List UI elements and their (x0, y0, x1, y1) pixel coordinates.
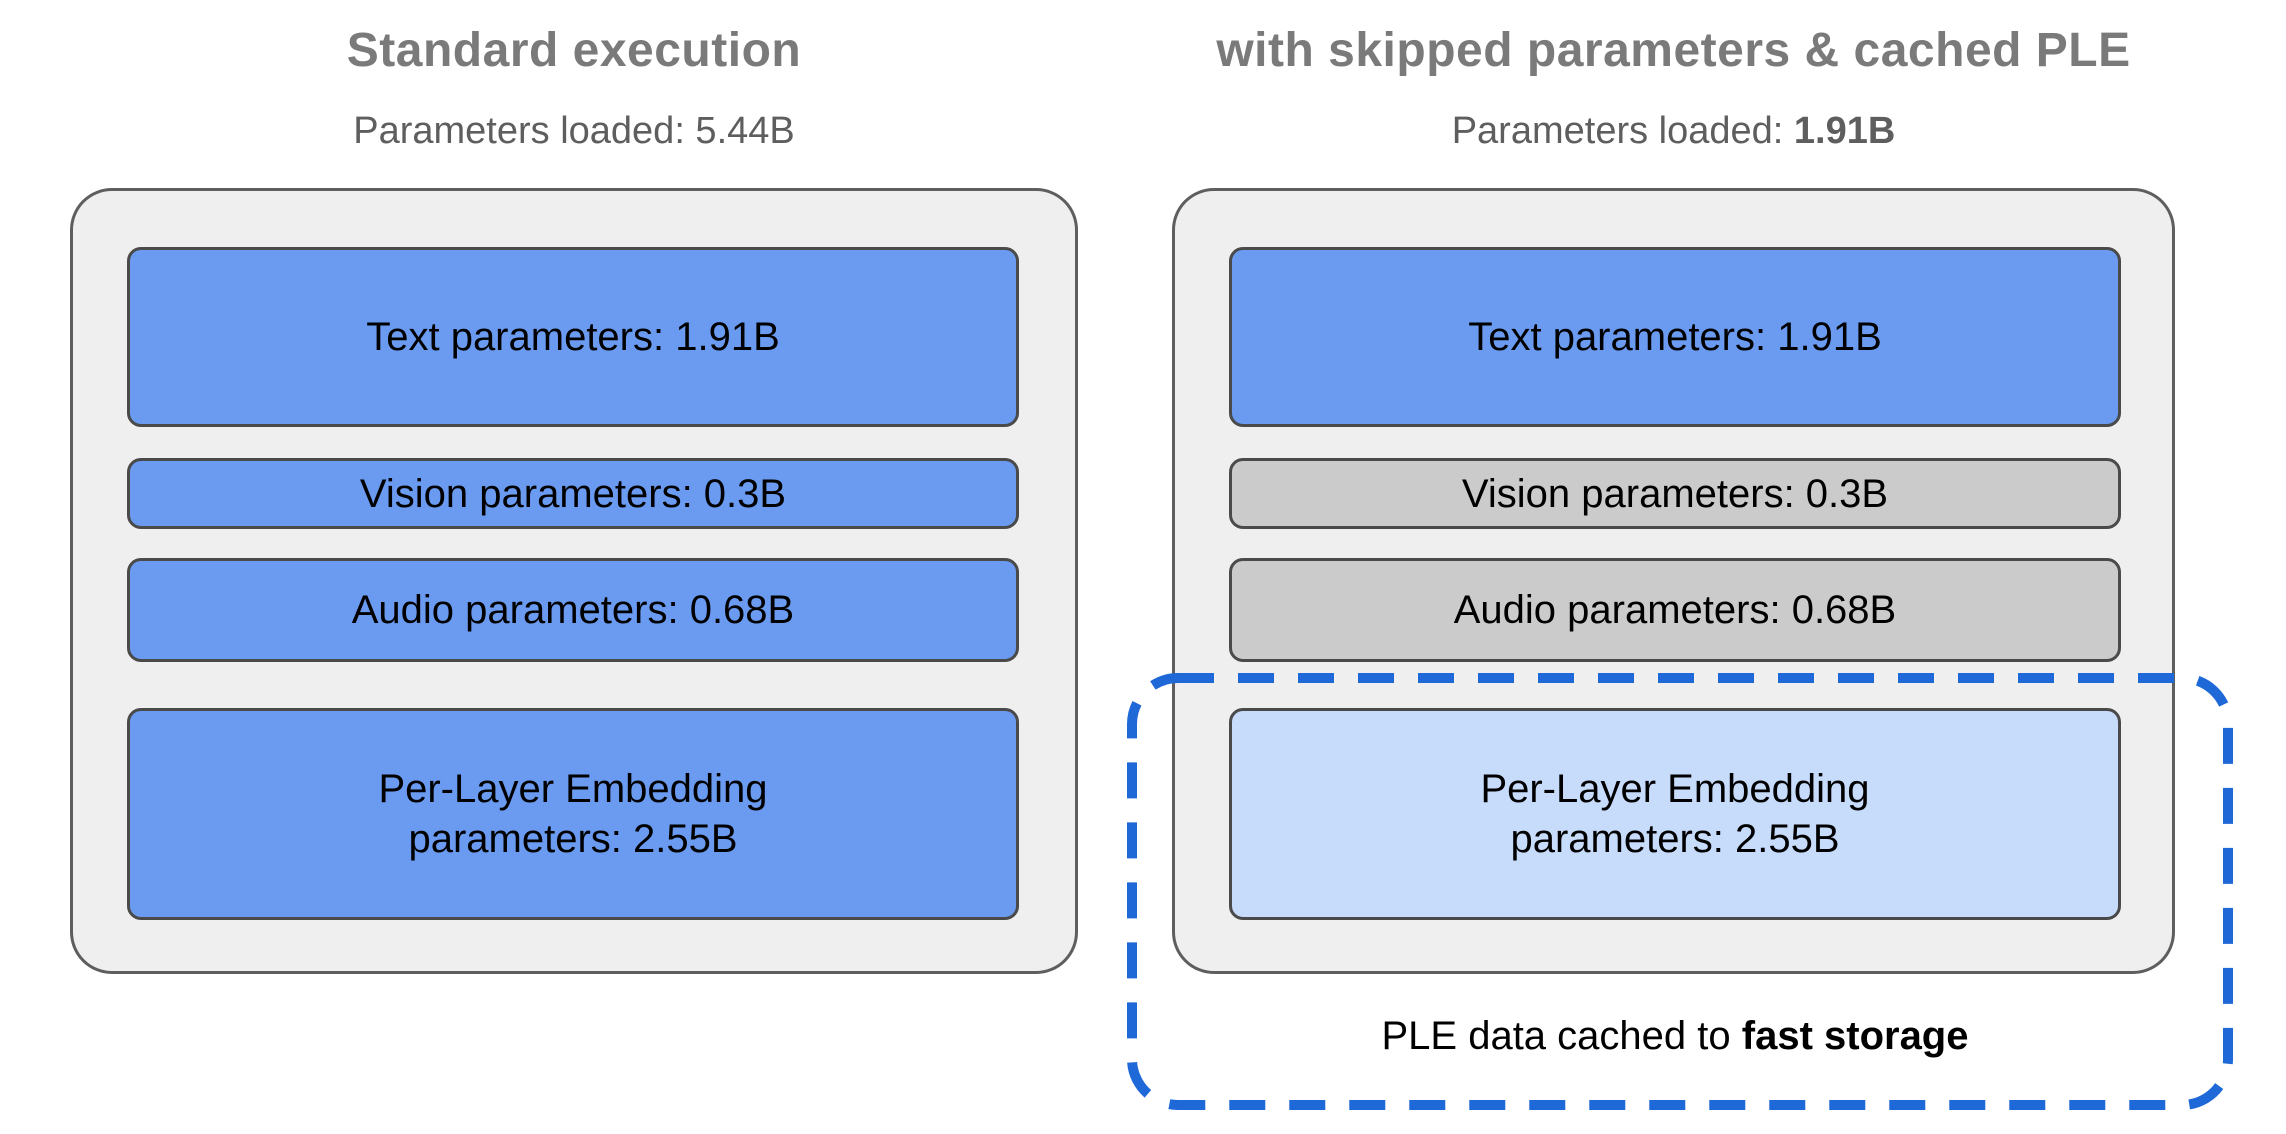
left-box-text-params: Text parameters: 1.91B (127, 247, 1019, 427)
left-box-vision-params-label: Vision parameters: 0.3B (359, 471, 787, 516)
left-box-audio-params: Audio parameters: 0.68B (127, 558, 1019, 662)
right-panel-subtitle: Parameters loaded: 1.91B (1172, 108, 2175, 154)
right-box-ple-params-cached: Per-Layer Embedding parameters: 2.55B (1229, 708, 2121, 920)
left-box-text-params-label: Text parameters: 1.91B (366, 315, 780, 359)
right-box-audio-params-label: Audio parameters: 0.68B (1453, 588, 1897, 632)
left-box-audio-params-label: Audio parameters: 0.68B (351, 588, 795, 632)
right-box-ple-params-label: Per-Layer Embedding parameters: 2.55B (1480, 767, 1870, 861)
right-box-text-params-label: Text parameters: 1.91B (1468, 315, 1882, 359)
right-model-container: Text parameters: 1.91B Vision parameters… (1172, 188, 2175, 974)
ple-cache-caption-text: PLE data cached to (1381, 1014, 1742, 1058)
right-panel-subtitle-value: 1.91B (1793, 110, 1896, 152)
right-box-text-params: Text parameters: 1.91B (1229, 247, 2121, 427)
left-box-vision-params: Vision parameters: 0.3B (127, 458, 1019, 529)
left-panel-subtitle: Parameters loaded: 5.44B (353, 110, 795, 152)
ple-cache-caption: PLE data cached to fast storage (1132, 1008, 2218, 1064)
right-box-vision-params-skipped: Vision parameters: 0.3B (1229, 458, 2121, 529)
left-box-ple-params: Per-Layer Embedding parameters: 2.55B (127, 708, 1019, 920)
ple-cache-caption-bold: fast storage (1741, 1014, 1969, 1058)
left-model-container: Text parameters: 1.91B Vision parameters… (70, 188, 1078, 974)
right-box-vision-params-label: Vision parameters: 0.3B (1461, 471, 1889, 516)
right-panel-subtitle-label: Parameters loaded: (1451, 110, 1794, 152)
left-panel-title: Standard execution (346, 24, 802, 77)
left-box-ple-params-label: Per-Layer Embedding parameters: 2.55B (378, 767, 768, 861)
right-panel-title: with skipped parameters & cached PLE (1216, 24, 2131, 77)
right-box-audio-params-skipped: Audio parameters: 0.68B (1229, 558, 2121, 662)
